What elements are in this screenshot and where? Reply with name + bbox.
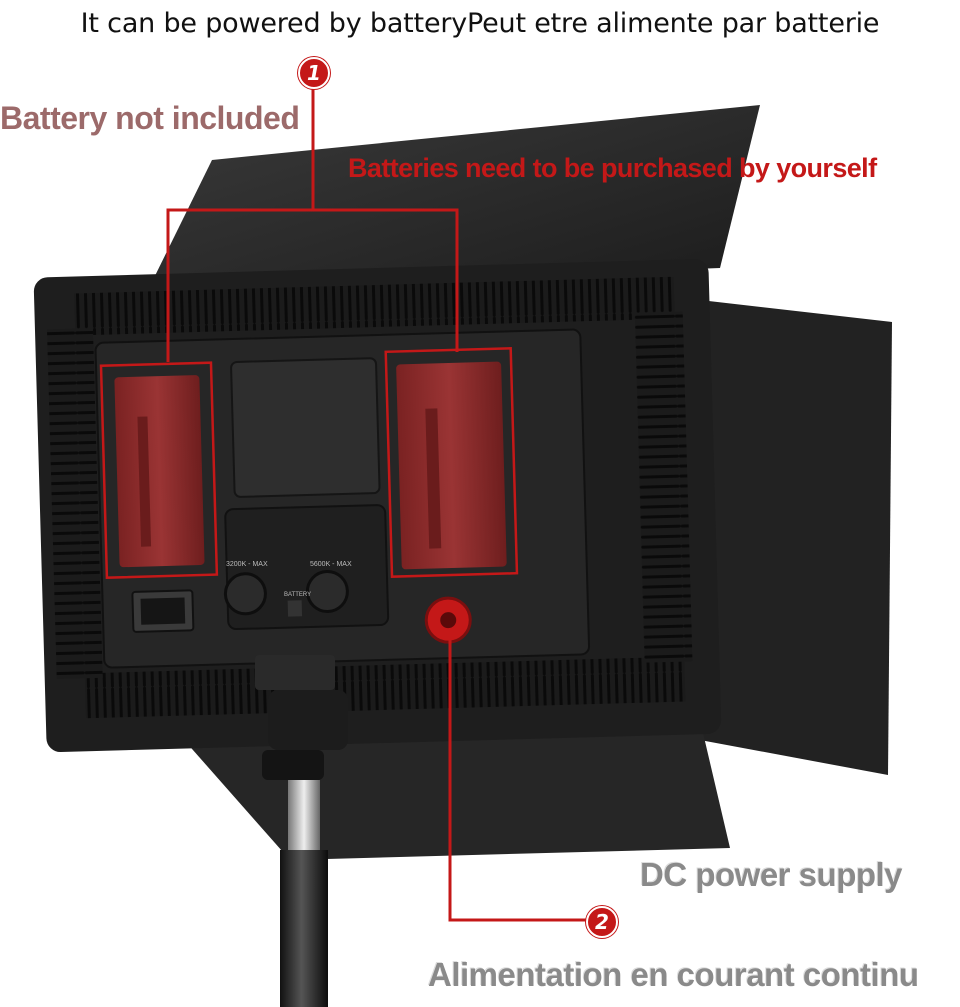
right-battery bbox=[396, 361, 507, 570]
chrome-collar bbox=[288, 780, 320, 850]
right-battery-outline bbox=[384, 347, 519, 578]
switch-rocker bbox=[140, 597, 186, 625]
top-vent-strip bbox=[73, 276, 675, 336]
battery-not-included-note: Battery not included bbox=[0, 100, 300, 136]
right-barn-door bbox=[700, 300, 892, 775]
dc-power-label: DC power supply bbox=[640, 856, 903, 893]
left-vent-strip bbox=[46, 327, 103, 680]
page-title: It can be powered by batteryPeut etre al… bbox=[80, 8, 880, 39]
left-battery-outline bbox=[99, 361, 219, 579]
callout-line-2 bbox=[448, 640, 586, 922]
purchase-battery-note: Batteries need to be purchased by yourse… bbox=[348, 153, 877, 183]
callout-badge-1: 1 bbox=[298, 57, 330, 89]
bottom-vent-strip bbox=[84, 656, 686, 719]
knob-left-label: 3200K - MAX bbox=[226, 561, 268, 568]
dc-power-label-fr: Alimentation en courant continu bbox=[428, 956, 919, 993]
clamp bbox=[262, 750, 324, 780]
left-battery bbox=[114, 375, 205, 568]
ball-head bbox=[268, 690, 348, 750]
right-battery-groove bbox=[425, 408, 442, 549]
dc-socket-pin bbox=[440, 612, 457, 629]
callout-bracket-1 bbox=[166, 208, 459, 362]
color-temp-knob-left[interactable] bbox=[223, 572, 267, 616]
left-battery-groove bbox=[137, 416, 152, 547]
callout-badge-2: 2 bbox=[586, 906, 618, 938]
battery-indicator bbox=[287, 600, 303, 617]
top-barn-door bbox=[148, 105, 760, 290]
knob-right-label: 5600K - MAX bbox=[310, 561, 352, 568]
shoe-mount bbox=[255, 655, 335, 690]
light-stand-pole bbox=[280, 850, 328, 1007]
color-temp-knob-right[interactable] bbox=[305, 570, 349, 614]
battery-label: BATTERY bbox=[284, 592, 311, 598]
right-vent-strip bbox=[634, 311, 693, 663]
center-cover bbox=[230, 357, 381, 498]
